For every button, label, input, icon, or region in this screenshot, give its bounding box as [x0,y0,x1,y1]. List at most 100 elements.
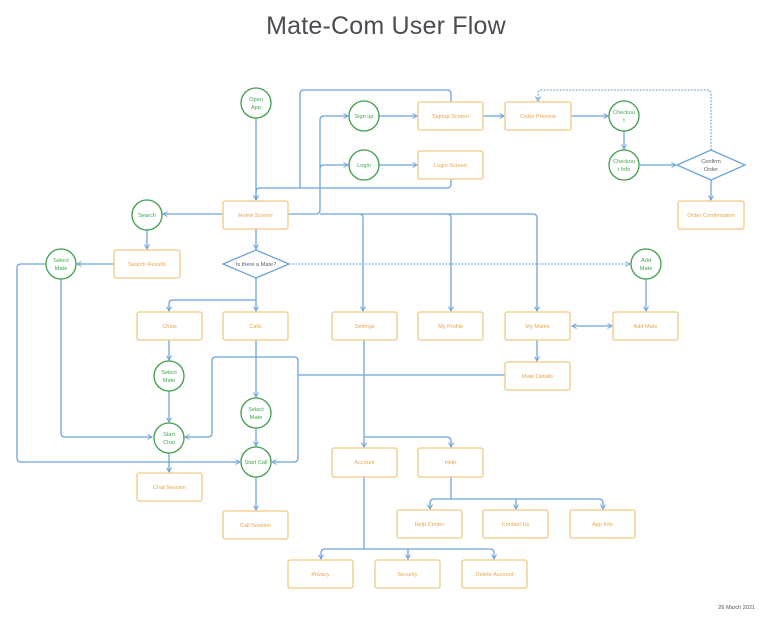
decision-is-there-a-mate: Is there a Mate? [221,249,291,279]
screen-label: Mate Details [522,374,553,380]
action-circle [348,149,380,181]
screen-label: My Mates [525,324,549,330]
screen-box [374,559,441,589]
action-circle [608,100,640,132]
edge-help-to-app-info [451,498,606,511]
action-circle [131,199,163,231]
edge-select-mate-to-start-chat [60,279,154,440]
edge-mate-details-to-start-chat [183,356,299,440]
decision-confirm-order: Confirm Order [675,149,747,181]
action-label-line: Login [357,163,371,169]
screen-label: Chats [162,324,177,330]
screen-add-mate: Add Mate [612,311,679,341]
screen-my-mates: My Mates [504,311,571,341]
action-label-line: Chat [163,440,175,446]
action-circle [45,248,77,280]
edge-confirm-order-to-order-preview [535,89,712,150]
screen-box [461,559,528,589]
screen-box [222,200,289,230]
action-sign-up: Sign up [348,100,380,132]
screen-label: Account [354,460,375,466]
screen-label: Contact Us [502,522,530,528]
screen-home-screen: Home Screen [222,200,289,230]
screen-order-confirmation: Order Confirmation [677,200,745,230]
screen-label: Signup Screen [432,114,469,120]
screen-box [569,509,636,539]
edge-settings-to-help [364,436,454,449]
screen-security: Security [374,559,441,589]
action-circle [630,248,662,280]
edge-home-to-login [319,162,350,170]
decision-label-line: Order [704,167,718,173]
edge-signup-screen-to-home [299,89,452,188]
screen-call-session: Call Session [222,510,289,540]
screen-calls: Calls [222,311,289,341]
action-search: Search [131,199,163,231]
screen-mate-details: Mate Details [504,361,571,391]
screen-label: Privacy [311,572,330,578]
screen-box [331,311,398,341]
screen-label: Order Confirmation [687,213,735,219]
screen-signup-screen: Signup Screen [417,101,484,131]
screen-label: Security [397,572,417,578]
screen-delete-account: Delete Account [461,559,528,589]
screen-box [417,101,484,131]
screen-box [222,510,289,540]
edge-home-to-my-mates [320,213,540,313]
action-label-line: Mate [250,415,262,421]
screen-chats: Chats [136,311,203,341]
decision-label-line: Confirm [701,159,721,165]
screen-settings: Settings [331,311,398,341]
edge-select-mate-to-start-call [16,263,242,465]
edge-home-to-my-profile [446,213,454,313]
edge-home-to-sign-up [288,113,350,215]
screen-box [417,311,484,341]
action-circle [153,422,185,454]
action-label-line: Start Call [244,460,267,466]
edge-mate-details-to-start-call [270,375,299,465]
screen-label: Search Results [128,262,166,268]
screen-label: Home Screen [238,213,272,219]
action-label-line: Add [641,258,651,264]
screen-login-screen: Login Screen [417,150,484,180]
screen-app-info: App Info [569,509,636,539]
decisions: Confirm Order Is there a Mate? [221,149,747,279]
action-label-line: Checkou [613,159,635,165]
action-login: Login [348,149,380,181]
action-circle [608,149,640,181]
screen-box [417,150,484,180]
screen-box [677,200,745,230]
action-label-line: Select [161,370,177,376]
screen-chat-session: Chat Session [136,472,203,502]
decision-diamond [221,249,291,279]
screen-label: Chat Session [153,485,186,491]
screen-contact-us: Contact Us [482,509,549,539]
screen-label: My Profile [438,324,463,330]
action-circle [153,360,185,392]
screen-box [136,472,203,502]
screen-box [396,509,463,539]
screen-box [504,311,571,341]
screen-help-center: Help Center [396,509,463,539]
edge-login-screen-to-home [253,179,452,202]
screen-account: Account [331,447,398,478]
connectors [16,89,714,561]
screen-box [417,447,484,478]
edge-help-to-help-center [427,498,451,511]
decision-diamond [675,149,747,181]
action-label-line: Mate [640,266,652,272]
edge-account-to-delete-account [364,548,497,561]
screen-order-preview: Order Preview [504,101,572,131]
screen-label: Order Preview [520,114,557,120]
screen-label: Call Session [240,523,271,529]
edge-account-to-privacy [318,548,364,561]
action-label-line: Mate [163,378,175,384]
action-label-line: Open [249,97,263,103]
screen-box [504,101,572,131]
action-circle [240,87,272,119]
